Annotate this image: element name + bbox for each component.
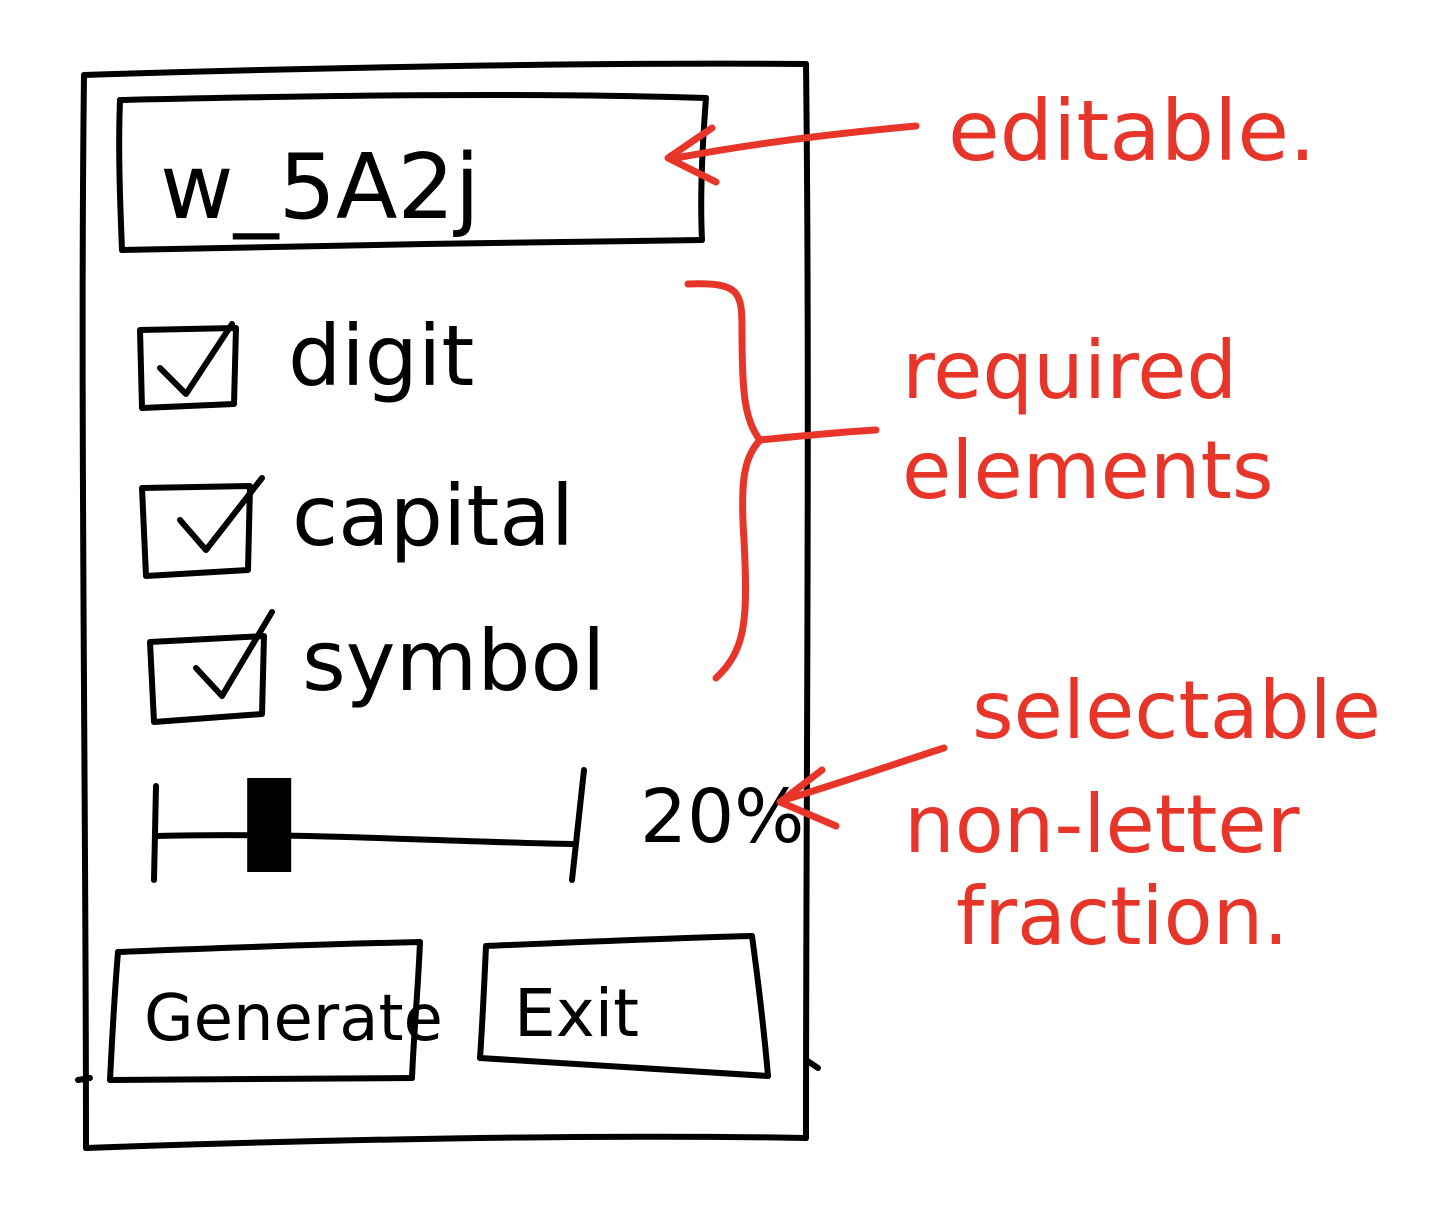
option-label-symbol: symbol <box>302 612 605 710</box>
annotation-editable: editable. <box>664 82 1316 186</box>
window-frame <box>75 60 821 1151</box>
generate-button-label: Generate <box>144 982 443 1056</box>
annotation-editable-text: editable. <box>948 82 1316 180</box>
annotation-selectable-text-3: fraction. <box>956 870 1289 963</box>
exit-button-label: Exit <box>514 975 639 1052</box>
annotation-selectable-text-1: selectable <box>972 664 1381 757</box>
password-input[interactable]: w_5A2j <box>116 91 709 253</box>
fraction-slider[interactable]: 20% <box>151 767 804 883</box>
annotation-required-text-2: elements <box>902 424 1274 517</box>
exit-button[interactable]: Exit <box>477 933 771 1079</box>
slider-track <box>153 832 575 847</box>
slider-left-end <box>151 783 159 883</box>
generate-button[interactable]: Generate <box>107 939 443 1083</box>
annotation-required: required elements <box>684 280 1274 682</box>
password-value[interactable]: w_5A2j <box>160 135 480 240</box>
slider-right-end <box>569 767 587 883</box>
annotation-selectable-text-2: non-letter <box>904 778 1300 871</box>
annotation-selectable: selectable non-letter fraction. <box>776 664 1381 963</box>
checkbox-symbol[interactable]: symbol <box>147 609 605 725</box>
checkbox-capital[interactable]: capital <box>139 467 574 579</box>
annotation-required-text-1: required <box>902 324 1237 417</box>
option-label-digit: digit <box>288 307 474 405</box>
slider-thumb[interactable] <box>247 778 292 872</box>
checkbox-digit[interactable]: digit <box>137 307 474 411</box>
option-label-capital: capital <box>292 467 574 565</box>
slider-value-label: 20% <box>640 774 804 860</box>
